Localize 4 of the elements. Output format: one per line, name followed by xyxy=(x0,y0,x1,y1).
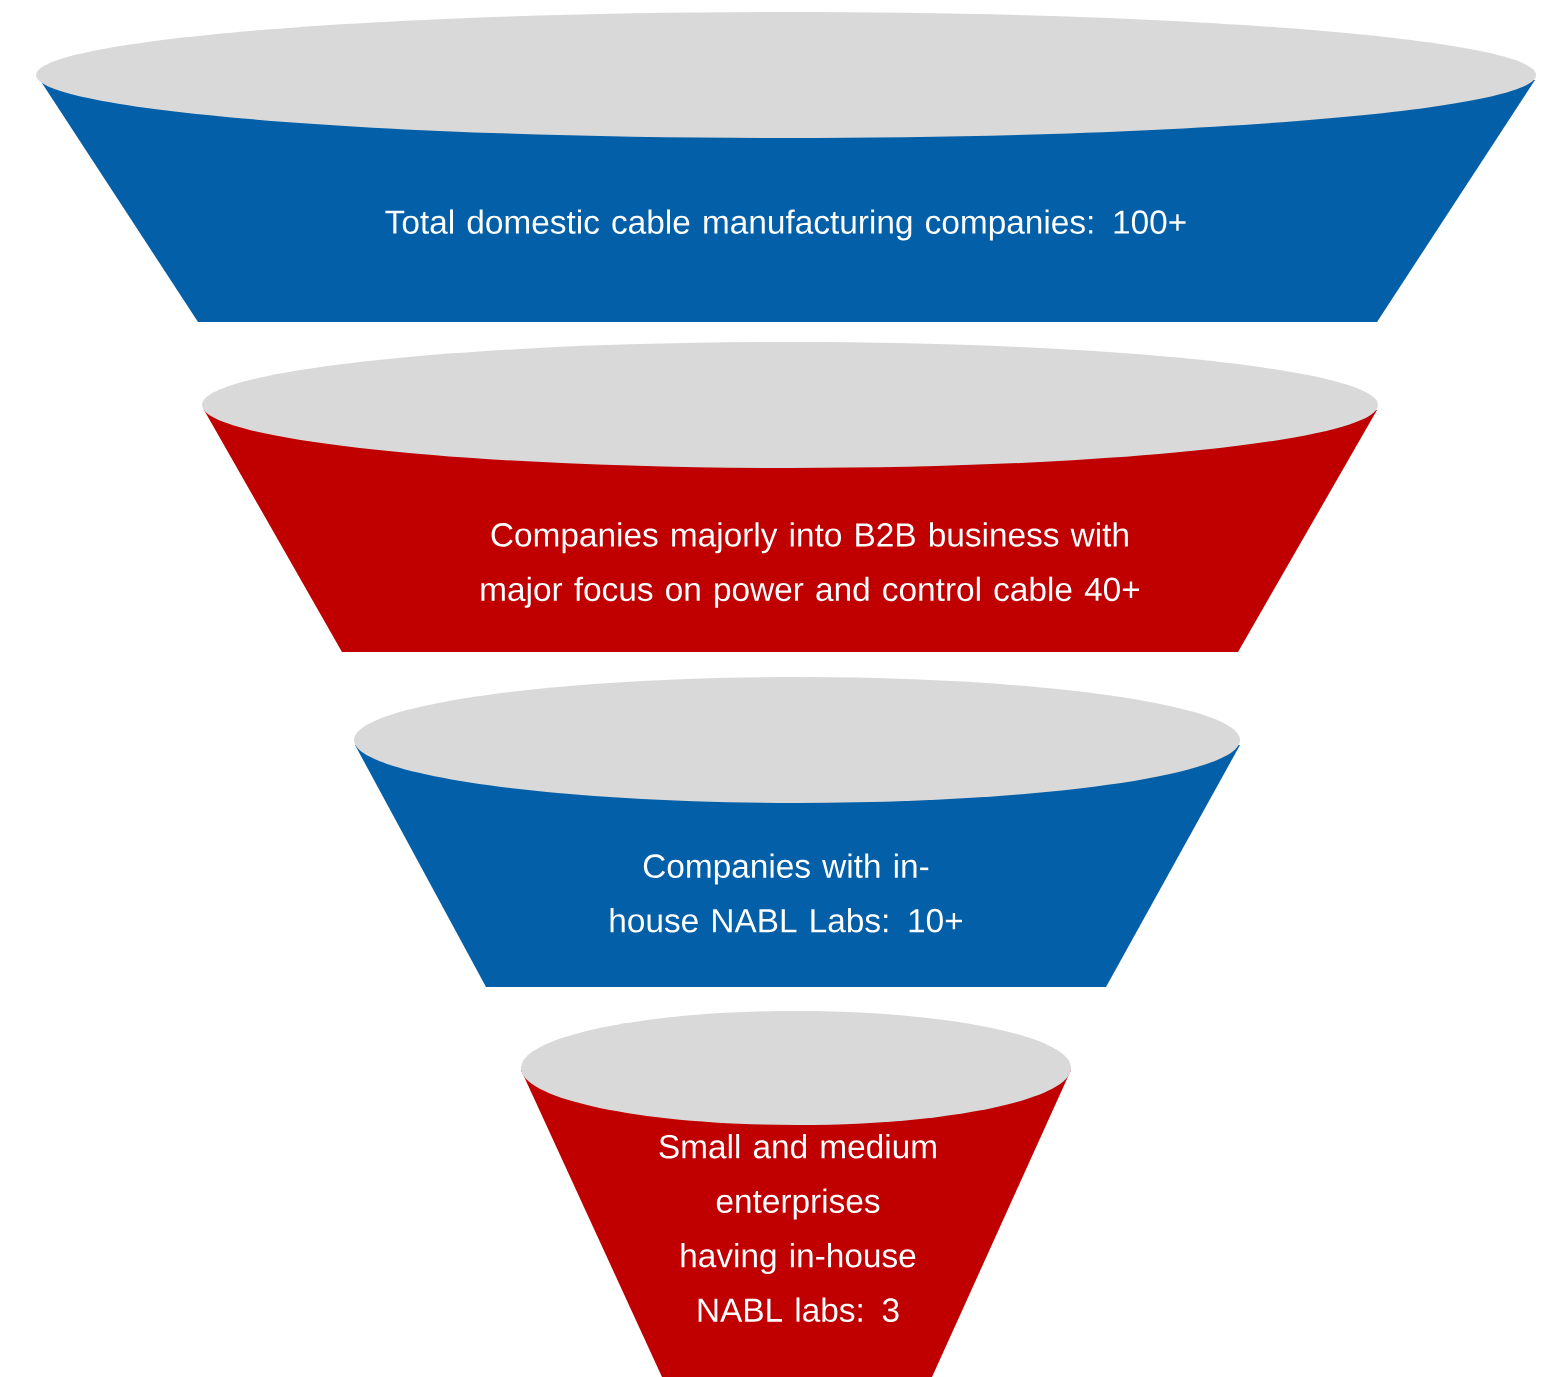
funnel-segment: Total domestic cable manufacturing companies: 100+ xyxy=(36,12,1536,322)
funnel-segment: Companies with in-house NABL Labs: 10+ xyxy=(354,677,1240,987)
funnel-segment: Companies majorly into B2B business with major focus on power and control cable 40+ xyxy=(202,342,1378,652)
funnel-segment: Small and medium enterprises having in-house NABL labs: 3 xyxy=(521,1011,1071,1377)
